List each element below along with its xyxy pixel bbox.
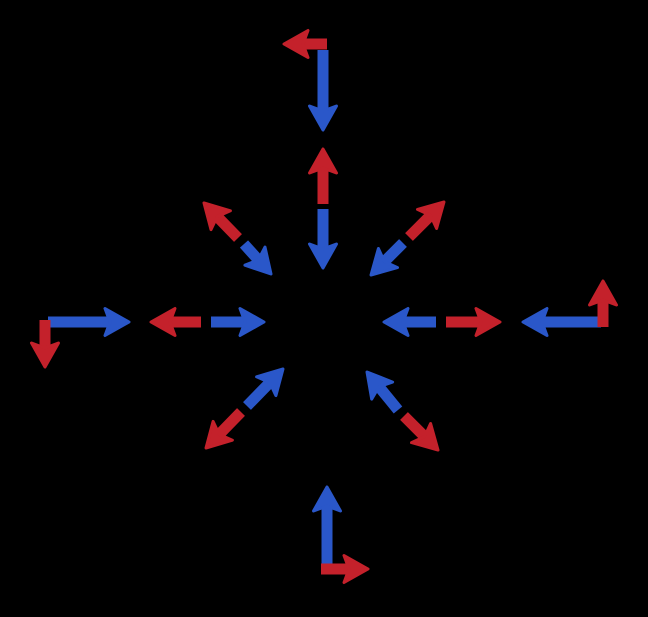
arrow-inner-west-red-outward [149,307,201,337]
arrow-inner-northwest-red-outward [202,201,242,242]
arrow-inner-north-red-outward [308,147,338,204]
arrow-inner-northeast-blue-inward [369,239,407,277]
arrow-inner-east-red-outward [446,307,502,337]
arrow-inner-southeast-red-outward [400,412,440,452]
arrow-inner-west-blue-inward [211,307,266,337]
arrow-outer-bottom-red-tangent [321,554,370,584]
arrow-outer-right-red-tangent [588,279,618,327]
arrow-inner-southwest-red-outward [204,408,245,450]
arrow-inner-southwest-blue-inward [243,367,285,410]
arrow-outer-top-blue-inward [308,50,338,132]
arrow-inner-northeast-red-outward [405,200,446,241]
arrow-outer-left-red-tangent [30,320,60,369]
arrow-inner-north-blue-inward [308,209,338,270]
arrow-inner-northwest-blue-inward [239,240,273,276]
arrow-outer-top-red-tangent [282,29,327,59]
arrow-inner-east-blue-inward [382,307,436,337]
arrow-outer-right-blue-inward [521,307,601,337]
arrow-inner-southeast-blue-inward [365,370,403,414]
arrow-outer-bottom-blue-inward [312,485,342,568]
arrow-outer-left-blue-inward [48,307,131,337]
